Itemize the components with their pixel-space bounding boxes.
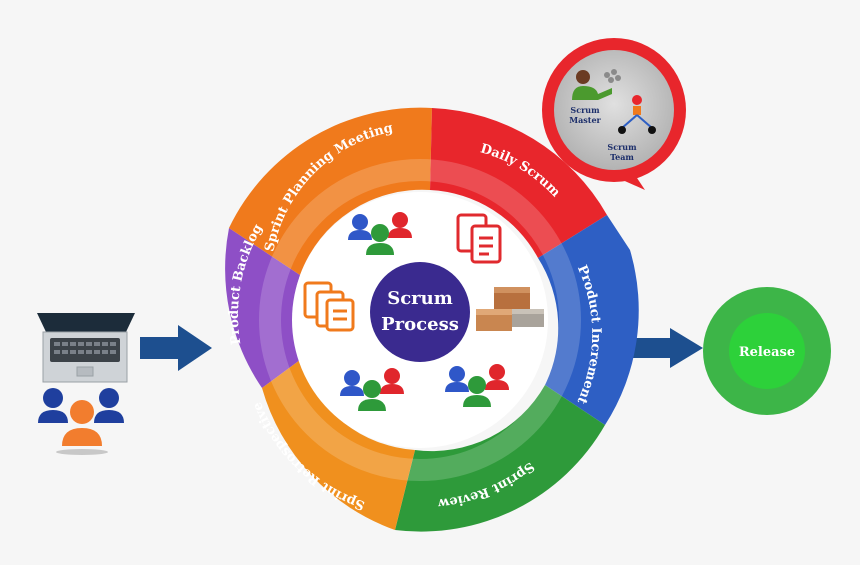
scrum-master-icon [572,69,621,100]
scrum-master-label-line1: Scrum [570,105,600,115]
scrum-team-label-line2: Team [610,152,634,162]
segment-product-backlog [225,228,300,388]
segment-daily-scrum [430,108,607,258]
segment-sprint-retrospective [262,360,415,530]
center-title-line2: Process [381,314,459,335]
people-group-icon [445,364,509,407]
scrum-team-icon [618,95,656,134]
people-group-icon [348,212,412,255]
boxes-icon [476,287,544,331]
center-title-line1: Scrum [387,288,453,309]
input-arrow [140,325,212,371]
scrum-roles-bubble: Scrum Master Scrum Team [542,38,686,190]
laptop-icon [37,313,135,383]
center-circle: Scrum Process [370,262,470,362]
people-group-icon [340,368,404,411]
scrum-master-label-line2: Master [569,115,601,125]
release-arrow [625,328,703,368]
segment-product-increment [538,215,639,425]
release-node: Release [703,287,831,415]
documents-icon [456,213,502,264]
segment-sprint-planning [229,107,432,275]
release-label: Release [739,345,795,360]
team-icon [38,388,124,455]
scrum-team-label-line1: Scrum [607,142,637,152]
documents-icon [303,281,355,332]
segment-sprint-review [395,385,605,532]
